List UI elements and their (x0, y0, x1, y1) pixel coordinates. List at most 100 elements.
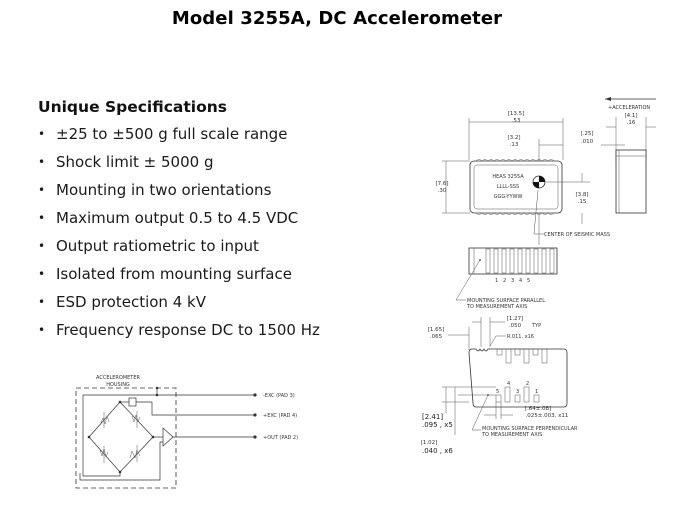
spec-item: • Shock limit ± 5000 g (38, 150, 320, 178)
spec-item: • Maximum output 0.5 to 4.5 VDC (38, 206, 320, 234)
dim-width-in: .53 (512, 118, 521, 124)
node-dot (118, 400, 122, 404)
perpendicular-label: MOUNTING SURFACE PERPENDICULAR (482, 426, 578, 432)
side-view: 1 2 3 4 5 MOUNTING SURFACE PARALLEL TO M… (455, 247, 558, 310)
marking-line: HEAS 3255A (492, 174, 524, 180)
acceleration-label: +ACCELERATION (608, 105, 650, 111)
resistor-icon (99, 415, 110, 426)
wire-neg-exc (82, 394, 255, 473)
pad-number: 4 (519, 278, 522, 284)
spec-text: ESD protection 4 kV (56, 293, 206, 311)
bridge-schematic: ACCELEROMETER HOUSING -EXC (PAD 3) +EXC … (75, 375, 298, 489)
castellations (475, 212, 555, 215)
parallel-label: TO MEASUREMENT AXIS (466, 304, 527, 310)
castellations (475, 159, 555, 162)
housing-label: HOUSING (106, 382, 130, 388)
specs-list: • ±25 to ±500 g full scale range • Shock l… (38, 122, 320, 346)
pin-label: +OUT (PAD 2) (263, 435, 298, 441)
radius-label: R.011, x16 (507, 334, 534, 340)
specs-heading: Unique Specifications (38, 98, 228, 116)
spec-text: Shock limit ± 5000 g (56, 153, 214, 171)
dim-height-mm: [7.6] (435, 181, 448, 187)
perpendicular-label: TO MEASUREMENT AXIS (481, 432, 542, 438)
resistor-icon (131, 414, 141, 423)
seismic-mass-label: CENTER OF SEISMIC MASS (544, 232, 610, 238)
bullet-icon: • (38, 127, 46, 141)
spec-text: Mounting in two orientations (56, 181, 272, 199)
pad-number: 5 (496, 389, 499, 395)
dim-offset-in: .065 (430, 334, 443, 340)
bottom-view: [1.27] .050 TYP [1.65] .065 R.011, x16 4… (421, 316, 578, 455)
bullet-icon: • (38, 295, 46, 309)
spec-item: • ±25 to ±500 g full scale range (38, 122, 320, 150)
bullet-icon: • (38, 155, 46, 169)
end-view: [4.1] .16 [.25] .010 (580, 113, 656, 214)
dim-gap-in: .010 (581, 139, 594, 145)
node-dot (151, 435, 155, 439)
end-view-body (615, 149, 647, 214)
wire-feedback (79, 441, 163, 481)
bullet-icon: • (38, 183, 46, 197)
spec-item: • Mounting in two orientations (38, 178, 320, 206)
dim-pitch-mm: [1.27] (507, 316, 524, 322)
dim-h2-in: .040 , x6 (422, 447, 453, 455)
pad-number: 2 (503, 278, 506, 284)
dim-mass-x-mm: [3.2] (507, 135, 520, 141)
marking-line: GGG-YYWW (494, 194, 523, 200)
dim-depth-in: .16 (627, 120, 636, 126)
dim-h1-mm: [2.41] (422, 413, 443, 421)
pad-number: 2 (526, 381, 529, 387)
dim-height-in: .30 (438, 188, 447, 194)
mechanical-drawing: +ACCELERATION [13.5] .53 [3.2] .13 HEAS … (421, 97, 656, 455)
pad-number: 3 (516, 389, 519, 395)
spec-text: Frequency response DC to 1500 Hz (56, 321, 320, 339)
pin-dot (253, 435, 257, 439)
wire-pos-exc-out (136, 401, 255, 416)
bottom-package (468, 348, 568, 408)
dim-pad-width-mm: [.64±.08] (525, 406, 551, 412)
dim-h1-in: .095 , x5 (422, 421, 453, 429)
dim-depth-mm: [4.1] (624, 113, 637, 119)
wire-bottom (82, 472, 121, 477)
parallel-label: MOUNTING SURFACE PARALLEL (467, 298, 545, 304)
package-body (469, 160, 563, 214)
pin-label: -EXC (PAD 3) (263, 393, 295, 399)
resistor-icon (129, 449, 141, 459)
dim-mass-x-in: .13 (510, 142, 519, 148)
bullet-icon: • (38, 239, 46, 253)
bullet-icon: • (38, 211, 46, 225)
housing-outline (75, 387, 177, 489)
arrow-head-icon (605, 97, 611, 101)
junction-dot (155, 386, 159, 390)
dim-pitch-note: TYP (531, 323, 541, 329)
pin-dot (253, 413, 257, 417)
dim-mass-y-in: .15 (578, 199, 587, 205)
node-dot (87, 435, 91, 439)
pad-number: 5 (527, 278, 530, 284)
top-view: [13.5] .53 [3.2] .13 HEAS 3255A LLLL-SSS… (435, 111, 610, 245)
fuse-symbol (128, 397, 137, 407)
spec-text: Maximum output 0.5 to 4.5 VDC (56, 209, 299, 227)
dim-pitch-in: .050 (509, 323, 522, 329)
dim-pad-width-in: .025±.003, x11 (526, 413, 569, 419)
pin-dot (253, 393, 257, 397)
dim-offset-mm: [1.65] (428, 327, 445, 333)
housing-label: ACCELEROMETER (96, 375, 141, 381)
dim-width-mm: [13.5] (508, 111, 525, 117)
spec-item: •Isolated from mounting surface (38, 262, 320, 290)
pad-number: 4 (507, 381, 510, 387)
spec-item: • Frequency response DC to 1500 Hz (38, 318, 320, 346)
dim-gap-mm: [.25] (580, 131, 593, 137)
pad-number: 3 (511, 278, 514, 284)
pad-number: 1 (495, 278, 498, 284)
amplifier-icon (162, 427, 174, 447)
spec-item: • Output ratiometric to input (38, 234, 320, 262)
bullet-icon: • (38, 323, 46, 337)
spec-text: Output ratiometric to input (56, 237, 259, 255)
wheatstone-bridge (88, 401, 154, 473)
spec-text: ±25 to ±500 g full scale range (56, 125, 288, 143)
spec-item: • ESD protection 4 kV (38, 290, 320, 318)
slide-title: Model 3255A, DC Accelerometer (171, 8, 503, 29)
marking-line: LLLL-SSS (497, 184, 519, 190)
dim-h2-mm: [1.02] (421, 440, 438, 446)
